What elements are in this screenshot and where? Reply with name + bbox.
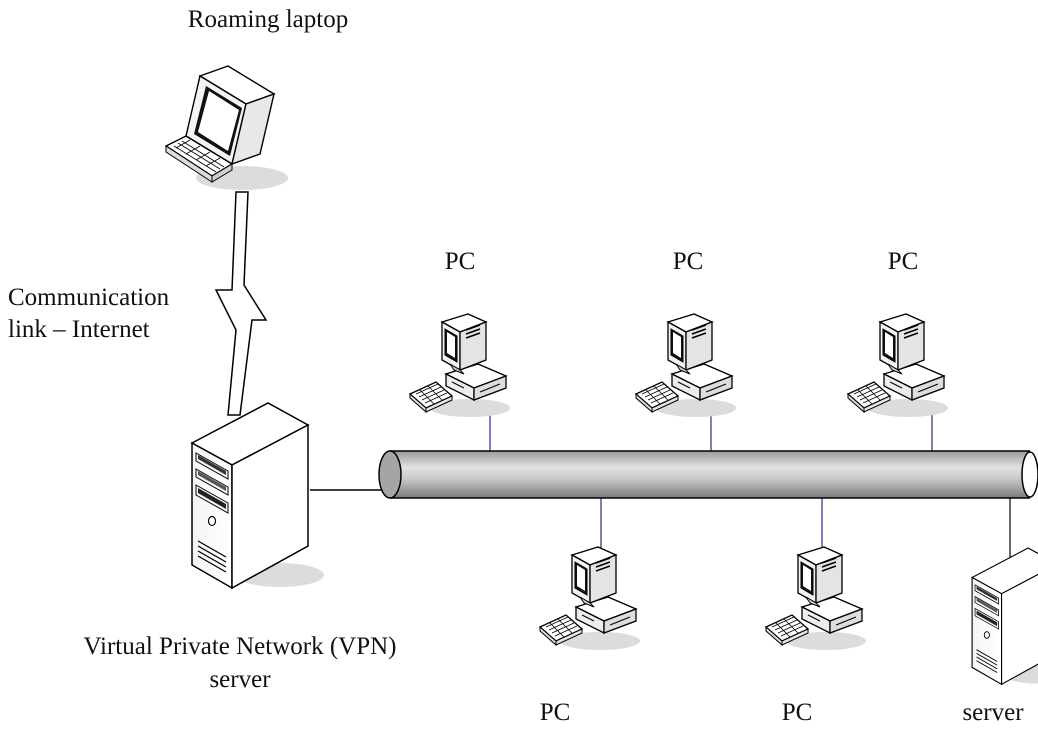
server-icon: [191, 402, 325, 589]
pc-icon: [847, 313, 949, 418]
lightning-link-icon: [214, 191, 268, 416]
server-icon: [971, 547, 1038, 685]
vpn-label-line2: server: [209, 666, 271, 693]
vpn-label-line1: Virtual Private Network (VPN): [83, 633, 397, 660]
pc-icon: [635, 313, 737, 418]
pc-icon: [409, 313, 511, 418]
laptop-icon: [165, 65, 289, 191]
pc-bottom-1-label: PC: [539, 699, 571, 726]
pc-icon: [539, 546, 641, 651]
link-label-line2: link – Internet: [8, 316, 150, 343]
server-right-label: server: [962, 699, 1024, 726]
network-bus-icon: [378, 450, 1038, 499]
pc-bottom-2-label: PC: [781, 699, 813, 726]
pc-top-3-label: PC: [887, 248, 919, 275]
laptop-label: Roaming laptop: [187, 6, 349, 33]
pc-top-2-label: PC: [672, 248, 704, 275]
pc-top-1-label: PC: [444, 248, 476, 275]
pc-icon: [765, 546, 867, 651]
link-label-line1: Communication: [8, 284, 170, 311]
